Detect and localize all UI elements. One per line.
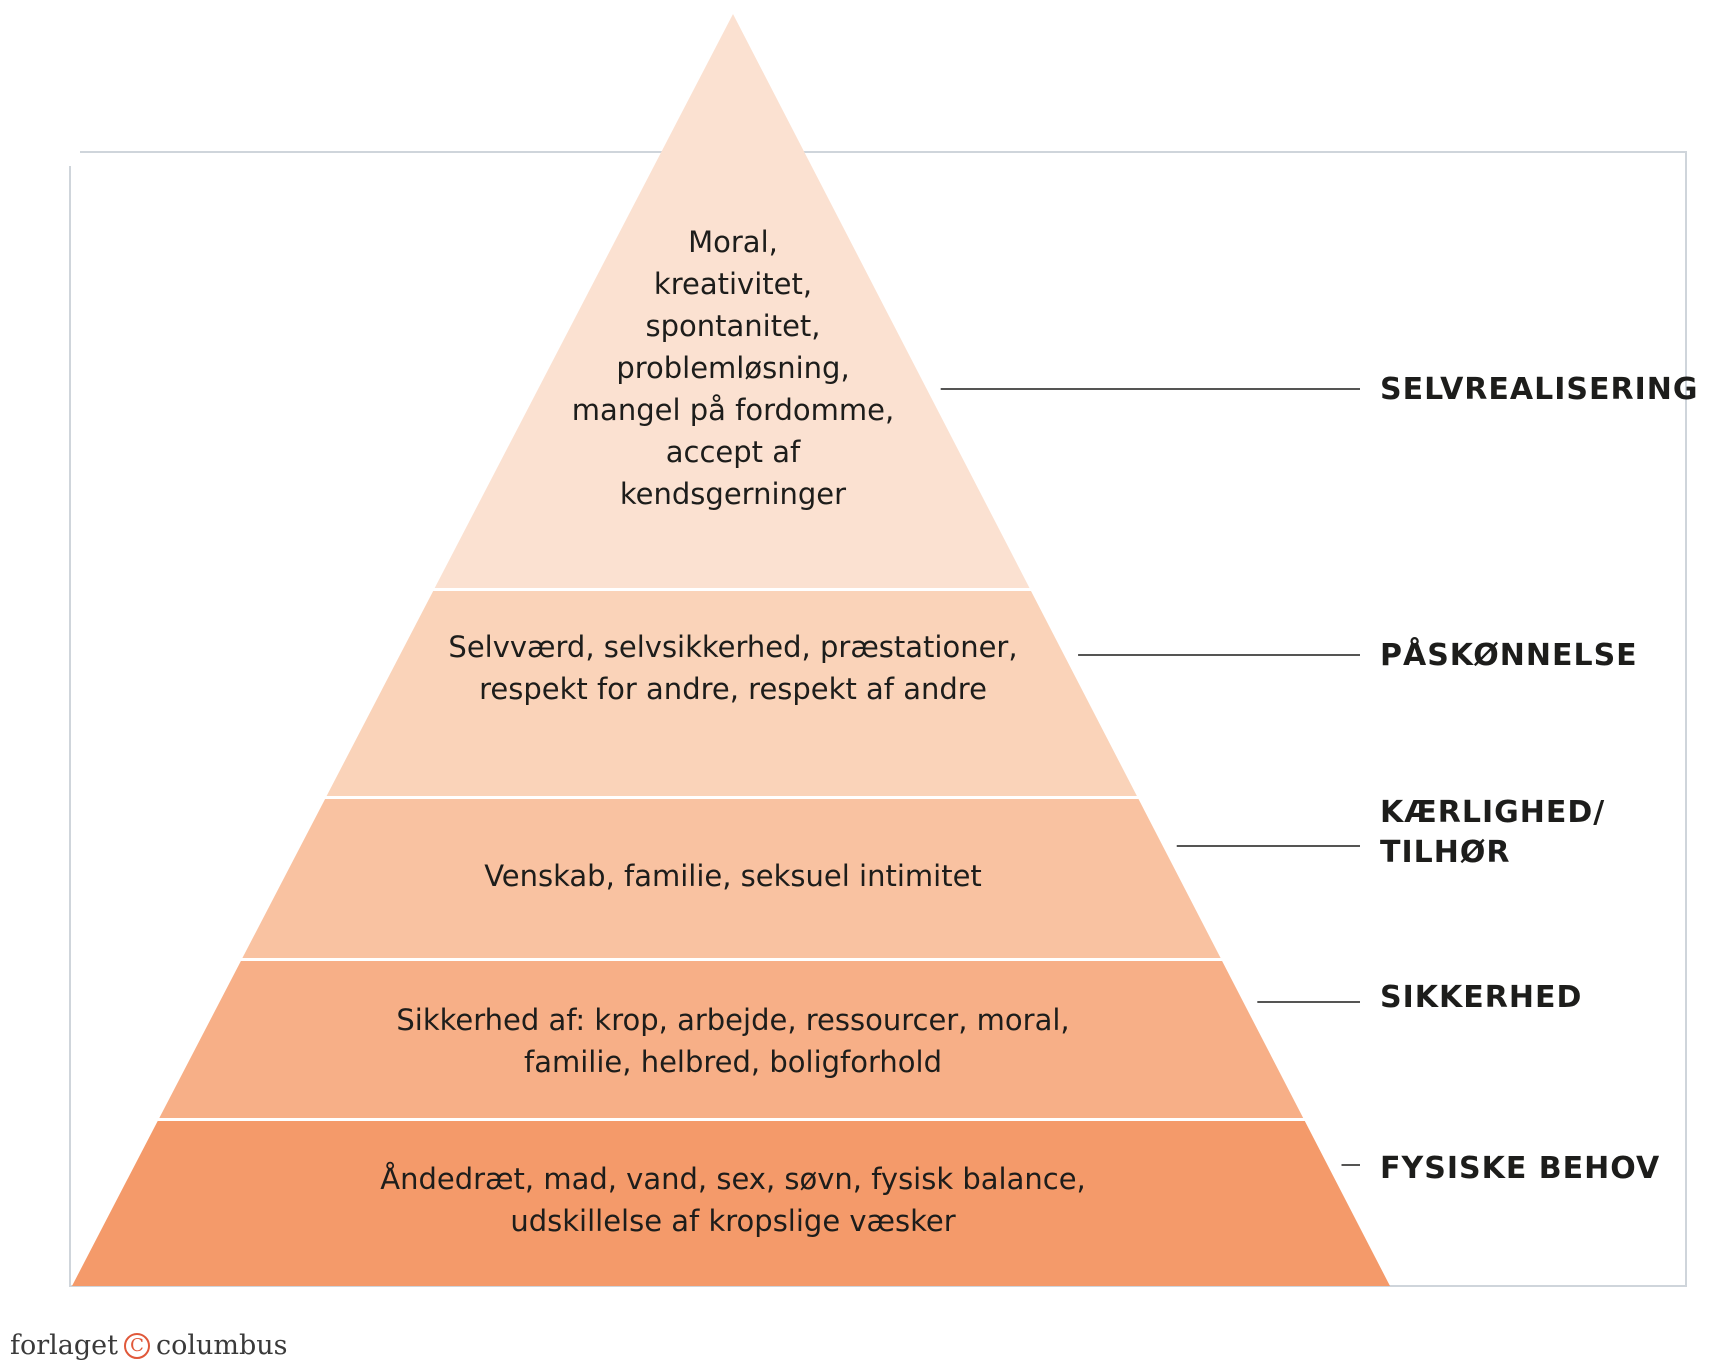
tier-label-line: SIKKERHED [1380,980,1582,1015]
tier-fysiske-behov: Åndedræt, mad, vand, sex, søvn, fysisk b… [72,1121,1660,1286]
tier-description-line: problemløsning, [616,351,849,385]
tier-label: SIKKERHED [1380,980,1582,1015]
tier-band [159,961,1304,1118]
tier-description-line: mangel på fordomme, [572,393,894,427]
tier-description-line: Sikkerhed af: krop, arbejde, ressourcer,… [396,1003,1069,1037]
tier-description-line: Moral, [688,225,778,259]
tier-label: KÆRLIGHED/TILHØR [1380,795,1605,870]
tier-description-line: kendsgerninger [620,477,846,511]
tier-label-line: TILHØR [1380,835,1510,870]
tier-description-line: udskillelse af kropslige væsker [510,1204,955,1238]
tier-description: Sikkerhed af: krop, arbejde, ressourcer,… [396,1003,1069,1079]
tier-description: Moral, kreativitet, spontanitet, problemløs… [572,225,894,511]
tier-description-line: Selvværd, selvsikkerhed, præstationer, [448,630,1017,664]
tier-band [434,14,1030,588]
tier-sikkerhed: Sikkerhed af: krop, arbejde, ressourcer,… [159,961,1582,1118]
publisher-name-left: forlaget [10,1330,118,1361]
tier-label-line: FYSISKE BEHOV [1380,1151,1660,1186]
tier-description-line: Venskab, familie, seksuel intimitet [484,859,982,893]
tier-label: SELVREALISERING [1380,372,1699,407]
tier-label-line: KÆRLIGHED/ [1380,795,1605,830]
tier-selvrealisering: Moral, kreativitet, spontanitet, problemløs… [434,14,1699,588]
tier-band [72,1121,1390,1286]
tier-paaskoennelse: Selvværd, selvsikkerhed, præstationer, re… [326,591,1638,796]
tier-band [242,799,1221,958]
publisher-name-right: columbus [156,1330,288,1361]
tier-description-line: respekt for andre, respekt af andre [479,672,987,706]
copyright-icon: C [124,1332,150,1359]
tier-label: PÅSKØNNELSE [1380,636,1638,673]
diagram-frame [69,151,1687,1287]
tier-description-line: kreativitet, [654,267,812,301]
tier-label: FYSISKE BEHOV [1380,1151,1660,1186]
tier-description-line: accept af [666,435,801,469]
tier-description-line: Åndedræt, mad, vand, sex, søvn, fysisk b… [380,1162,1086,1196]
tier-description: Venskab, familie, seksuel intimitet [484,859,982,893]
tier-label-line: SELVREALISERING [1380,372,1699,407]
tier-description-line: spontanitet, [645,309,820,343]
tier-description: Åndedræt, mad, vand, sex, søvn, fysisk b… [380,1162,1086,1238]
tier-kaerlighed: Venskab, familie, seksuel intimitet KÆRL… [242,795,1605,958]
tier-description-line: familie, helbred, boligforhold [524,1045,942,1079]
tier-band [326,591,1137,796]
tier-description: Selvværd, selvsikkerhed, præstationer, re… [448,630,1017,706]
tier-label-line: PÅSKØNNELSE [1380,636,1638,673]
publisher-logo: forlaget C columbus [10,1330,288,1361]
